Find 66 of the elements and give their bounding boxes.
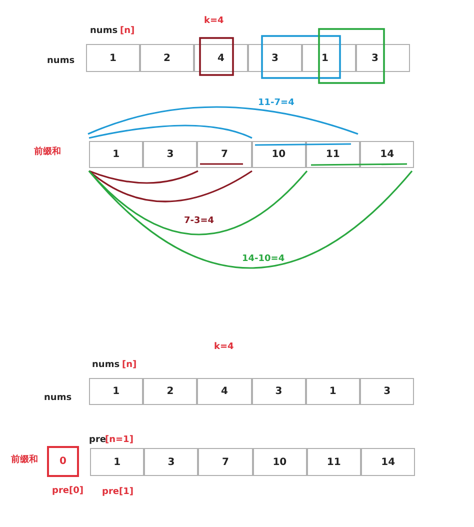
array-cell [144,448,198,476]
text-label: nums [44,393,72,403]
text-label: [n] [120,26,135,36]
text-label: 14-10=4 [242,254,285,264]
cell-value: 1 [112,149,120,160]
text-label: pre [89,435,106,445]
text-label: [n=1] [105,435,134,445]
text-label: 前缀和 [11,453,38,466]
array-cell [361,448,416,476]
text-label: pre[0] [52,486,84,496]
array-cell [360,378,414,405]
cell-value: 7 [222,456,229,468]
text-label: nums [47,56,75,66]
text-label: [n] [122,360,137,370]
array-cell [252,378,306,405]
array-cell [198,448,253,476]
cell-value: 2 [164,52,170,64]
cell-value: 3 [168,456,175,468]
array-cell [86,44,140,72]
array-cell [194,44,248,72]
cell-value: 1 [322,52,328,64]
cell-value: 14 [380,149,394,160]
array-cell [252,141,306,168]
array-cell [197,141,252,168]
highlighted-array-cell [47,446,79,477]
text-label: k=4 [214,342,234,352]
cell-value: 10 [272,149,286,160]
cell-value: 7 [221,149,228,160]
text-label: k=4 [204,16,224,26]
cell-value: 4 [218,52,224,64]
cell-value: 10 [272,456,287,468]
array-cell [302,44,356,72]
text-label: 7-3=4 [184,216,214,226]
array-cell [356,44,410,72]
cell-value: 3 [166,149,174,160]
cell-value: 14 [381,456,396,468]
array-cell [90,448,144,476]
cell-value: 11 [326,456,341,468]
cell-value: 2 [166,386,174,397]
cell-value: 3 [275,386,282,397]
cell-value: 1 [110,52,116,64]
cell-value: 3 [384,386,391,397]
cell-value: 3 [272,52,278,64]
array-cell [306,378,360,405]
text-label: nums [90,26,118,36]
text-label: 前缀和 [34,145,61,158]
cell-value: 3 [372,52,378,64]
cell-value: 0 [60,456,66,467]
array-cell [143,141,198,168]
text-label: 11-7=4 [258,98,294,108]
text-label: nums [92,360,120,370]
cell-value: 11 [326,149,340,160]
array-cell [248,44,302,72]
cell-value: 1 [329,386,336,397]
cell-value: 1 [114,456,121,468]
array-cell [360,141,414,168]
cell-value: 1 [112,386,120,397]
array-cell [140,44,194,72]
array-cell [143,378,198,405]
cell-value: 4 [221,386,228,397]
array-cell [89,141,144,168]
array-cell [197,378,252,405]
text-label: pre[1] [102,487,134,497]
array-cell [306,448,361,476]
array-cell [252,448,307,476]
array-cell [89,378,144,405]
